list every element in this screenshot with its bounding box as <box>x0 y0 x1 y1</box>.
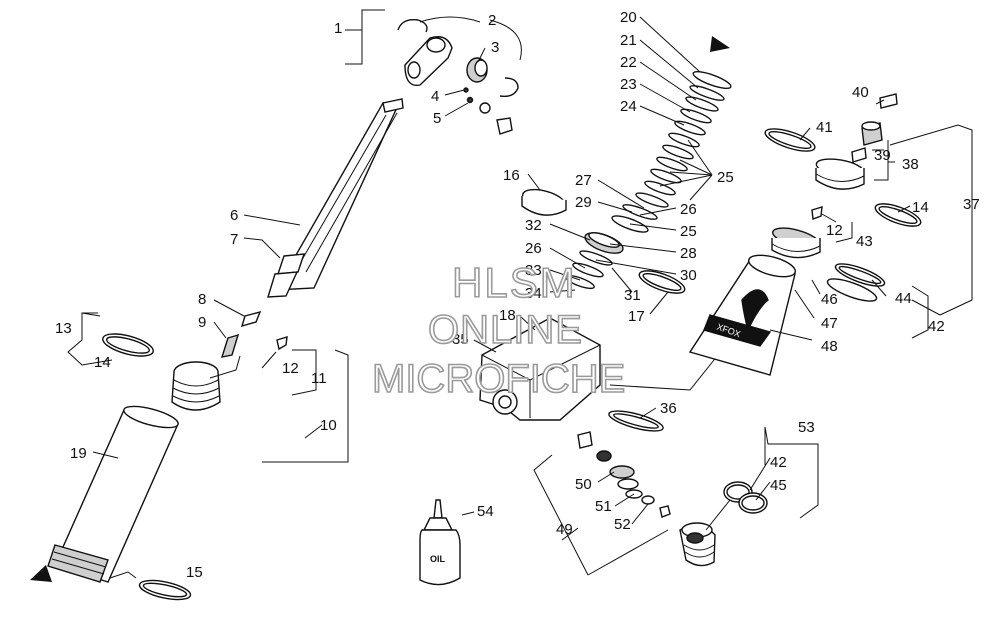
oil-bottle: OIL <box>419 499 475 586</box>
callout-47: 47 <box>821 315 838 332</box>
callout-3: 3 <box>491 39 499 56</box>
callout-38: 38 <box>902 156 919 173</box>
callout-19: 19 <box>70 445 87 462</box>
left-assembly <box>30 9 522 601</box>
callout-23: 23 <box>620 76 637 93</box>
callout-25b: 25 <box>680 223 697 240</box>
callout-42b: 42 <box>770 454 787 471</box>
callout-33: 33 <box>525 262 542 279</box>
callout-4: 4 <box>431 88 439 105</box>
callout-7: 7 <box>230 231 238 248</box>
callout-53: 53 <box>798 419 815 436</box>
callout-12b: 12 <box>826 222 843 239</box>
callout-36: 36 <box>660 400 677 417</box>
callout-26a: 26 <box>680 201 697 218</box>
callout-50: 50 <box>575 476 592 493</box>
callout-14: 14 <box>94 354 111 371</box>
callout-40: 40 <box>852 84 869 101</box>
callout-18: 18 <box>499 307 516 324</box>
callout-21: 21 <box>620 32 637 49</box>
callout-24: 24 <box>620 98 637 115</box>
callout-32: 32 <box>525 217 542 234</box>
callout-26b: 26 <box>525 240 542 257</box>
callout-12: 12 <box>282 360 299 377</box>
callout-42a: 42 <box>928 318 945 335</box>
callout-49: 49 <box>556 521 573 538</box>
callout-25a: 25 <box>717 169 734 186</box>
callout-54: 54 <box>477 503 494 520</box>
callout-16: 16 <box>503 167 520 184</box>
callout-43: 43 <box>856 233 873 250</box>
callout-35: 35 <box>452 331 469 348</box>
callout-27: 27 <box>575 172 592 189</box>
callout-44: 44 <box>895 290 912 307</box>
callout-29: 29 <box>575 194 592 211</box>
oil-bottle-label: OIL <box>430 554 446 564</box>
callout-30: 30 <box>680 267 697 284</box>
callout-labels: 1 2 3 4 5 6 7 8 9 10 11 12 13 14 15 16 1… <box>55 9 980 581</box>
arrow-pointer-icon <box>30 565 52 582</box>
right-assembly: XFOX <box>679 93 973 567</box>
callout-5: 5 <box>433 110 441 127</box>
callout-13: 13 <box>55 320 72 337</box>
callout-22: 22 <box>620 54 637 71</box>
callout-41: 41 <box>816 119 833 136</box>
arrow-pointer-icon <box>710 36 730 52</box>
shim-stack <box>611 71 732 233</box>
callout-48: 48 <box>821 338 838 355</box>
callout-15: 15 <box>186 564 203 581</box>
callout-45: 45 <box>770 477 787 494</box>
callout-9: 9 <box>198 314 206 331</box>
watermark-line-3: MICROFICHE <box>372 357 625 401</box>
watermark-line-2: ONLINE <box>428 308 583 352</box>
callout-37: 37 <box>963 196 980 213</box>
callout-1: 1 <box>334 20 342 37</box>
callout-20: 20 <box>620 9 637 26</box>
callout-2: 2 <box>488 12 496 29</box>
callout-6: 6 <box>230 207 238 224</box>
callout-51: 51 <box>595 498 612 515</box>
callout-10: 10 <box>320 417 337 434</box>
center-assembly <box>473 16 732 576</box>
callout-11: 11 <box>311 370 327 387</box>
callout-39: 39 <box>874 147 891 164</box>
watermark-line-1: HLSM <box>452 259 577 306</box>
callout-8: 8 <box>198 291 206 308</box>
callout-46: 46 <box>821 291 838 308</box>
callout-14b: 14 <box>912 199 929 216</box>
callout-34: 34 <box>525 285 542 302</box>
watermark: HLSM ONLINE MICROFICHE <box>371 258 626 402</box>
callout-31: 31 <box>624 287 641 304</box>
callout-52: 52 <box>614 516 631 533</box>
callout-17: 17 <box>628 308 645 325</box>
callout-28: 28 <box>680 245 697 262</box>
